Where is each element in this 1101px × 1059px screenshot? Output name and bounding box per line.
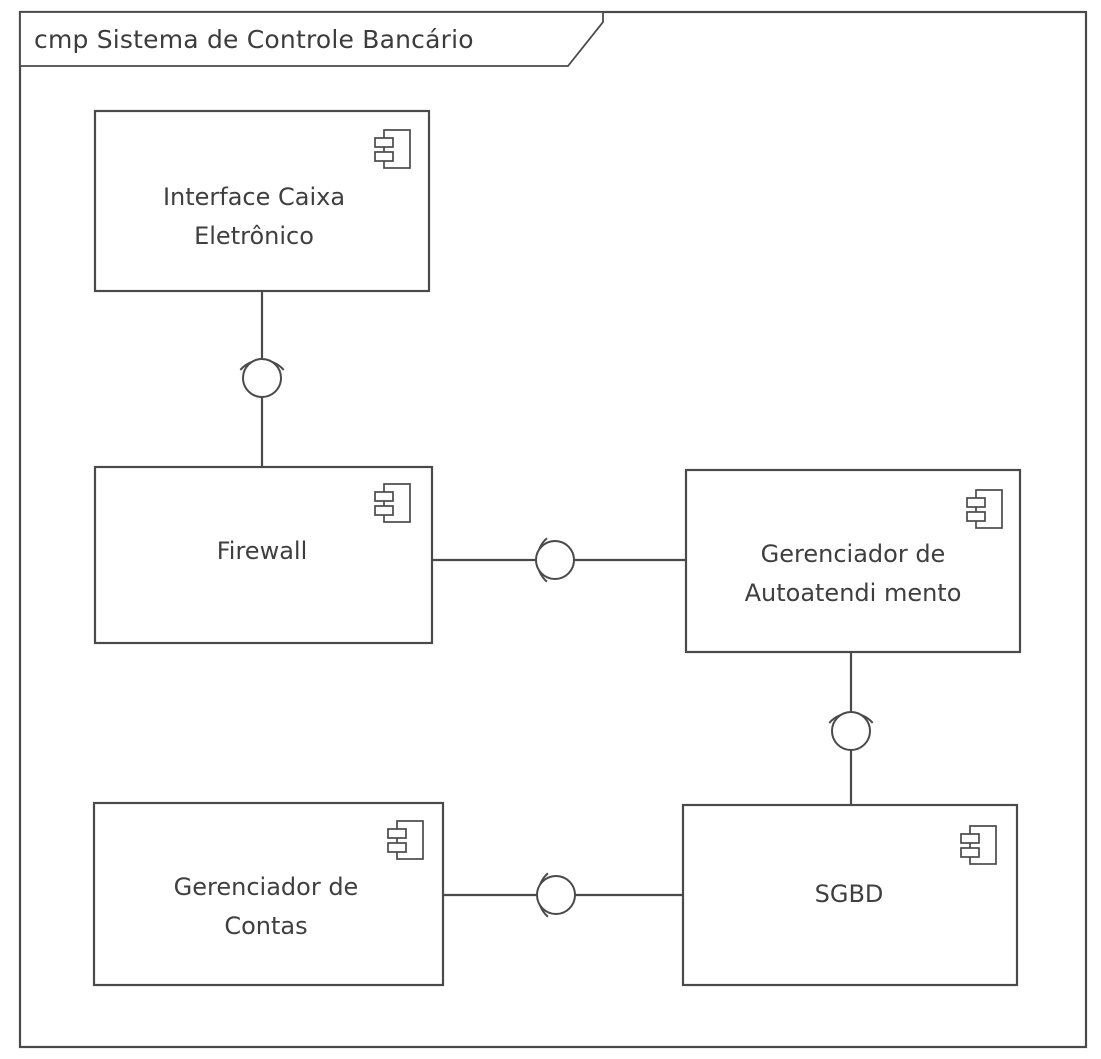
frame-title: cmp Sistema de Controle Bancário <box>34 25 474 54</box>
interface-interface-firewall <box>239 358 285 398</box>
component-label-line-1: Interface Caixa <box>163 183 345 211</box>
component-label-line-1: Gerenciador de <box>174 873 359 901</box>
component-gerenciador-de-autoatendimento: Gerenciador de Autoatendi mento <box>684 468 1022 654</box>
component-label-line-1: Gerenciador de <box>761 540 946 568</box>
component-gerenciador-de-contas: Gerenciador de Contas <box>92 801 445 987</box>
component-interface-caixa-eletronico: Interface Caixa Eletrônico <box>93 109 431 293</box>
component-icon <box>374 483 411 523</box>
interface-autoatendimento-sgbd <box>828 711 874 751</box>
interface-firewall-autoatendimento <box>535 537 575 583</box>
connections-group <box>260 291 853 897</box>
component-label-line-2: Autoatendi mento <box>745 579 962 607</box>
component-label-line-1: Firewall <box>217 537 308 565</box>
component-icon <box>387 820 424 860</box>
frame-title-tab <box>19 11 604 67</box>
ball-circle <box>535 540 575 580</box>
interface-contas-sgbd <box>536 872 576 918</box>
component-icon <box>374 129 411 169</box>
component-label-line-2: Contas <box>224 912 307 940</box>
component-box <box>684 468 1022 654</box>
component-icon <box>966 489 1003 529</box>
component-label-line-1: SGBD <box>815 880 884 908</box>
component-sgbd: SGBD <box>681 803 1019 987</box>
component-box <box>93 109 431 293</box>
component-icon <box>960 825 997 865</box>
component-label-line-2: Eletrônico <box>194 222 314 250</box>
component-firewall: Firewall <box>93 465 434 645</box>
ball-circle <box>831 711 871 751</box>
component-box <box>92 801 445 987</box>
ball-circle <box>242 358 282 398</box>
ball-circle <box>536 875 576 915</box>
